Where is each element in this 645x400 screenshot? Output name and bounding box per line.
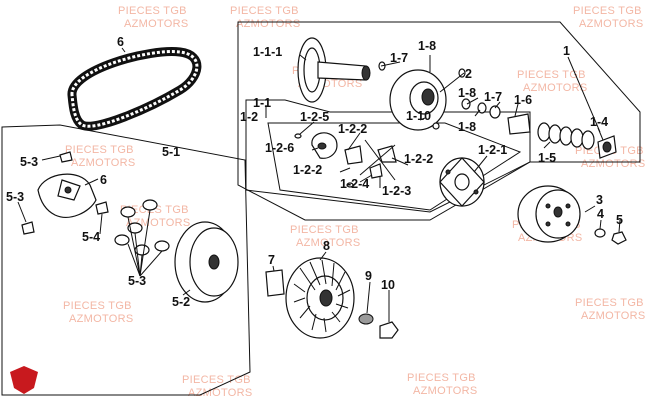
callout-8: 8 (323, 239, 330, 253)
watermark: PIECES TGB AZMOTORS (63, 300, 134, 325)
watermark: PIECES TGB AZMOTORS (230, 5, 301, 30)
callout-1-2-4: 1-2-4 (340, 177, 369, 191)
callout-5-3-left: 5-3 (6, 190, 24, 204)
washer (594, 228, 606, 238)
watermark-line1: PIECES TGB (575, 297, 644, 309)
nut (611, 231, 627, 245)
callout-1-4: 1-5 (538, 151, 556, 165)
watermark-line2: AZMOTORS (581, 158, 645, 170)
assembly-1-box (237, 21, 641, 221)
callout-1-2-6: 1-2-6 (265, 141, 294, 155)
callout-1-1: 1-1 (253, 96, 271, 110)
callout-1-8-low: 1-10 (406, 109, 431, 123)
callout-1-2-2-left: 1-2-2 (293, 163, 322, 177)
watermark-line2: AZMOTORS (523, 82, 588, 94)
leader-lines (17, 47, 621, 322)
drive-belt (67, 47, 202, 131)
watermark: PIECES TGB AZMOTORS (575, 297, 645, 322)
callout-1-2-3: 1-2-3 (382, 184, 411, 198)
callout-1-7-low: 1-8 (458, 120, 476, 134)
watermark-line1: PIECES TGB (517, 69, 586, 81)
callout-1-8-top: 1-8 (418, 39, 436, 53)
clutch-bell (517, 185, 581, 243)
callout-4: 5 (616, 213, 623, 227)
watermark-line2: AZMOTORS (296, 237, 361, 249)
slider-piece (21, 221, 35, 235)
watermark-line2: AZMOTORS (581, 310, 645, 322)
watermark-line1: PIECES TGB (118, 5, 187, 17)
callout-5-3-top: 5-3 (20, 155, 38, 169)
callout-1-2: 1-2 (240, 110, 258, 124)
watermark-line1: PIECES TGB (65, 144, 134, 156)
callout-1-6: 1-7 (484, 90, 502, 104)
callout-1-8-mid: 1-8 (458, 86, 476, 100)
brand-logo (10, 366, 38, 394)
watermark-line1: PIECES TGB (230, 5, 299, 17)
watermark: PIECES TGB AZMOTORS (182, 374, 253, 399)
watermark: PIECES TGB AZMOTORS (65, 144, 136, 169)
watermark: PIECES TGB AZMOTORS (407, 372, 478, 397)
callout-5: 5-1 (162, 145, 180, 159)
watermark-line2: AZMOTORS (124, 18, 189, 30)
washer (358, 313, 374, 325)
callout-10: 10 (381, 278, 395, 292)
assembly-5-box (1, 124, 251, 396)
drive-pulley-assembly (21, 151, 239, 303)
callout-5-1: 5-2 (172, 295, 190, 309)
watermark-line1: PIECES TGB (573, 5, 642, 17)
slider-piece (95, 201, 109, 215)
watermark-line1: PIECES TGB (290, 224, 359, 236)
watermark-line1: PIECES TGB (120, 204, 189, 216)
callout-1-2-1: 1-2-1 (478, 143, 507, 157)
callout-5-4: 6 (100, 173, 107, 187)
callout-3: 4 (597, 207, 604, 221)
callout-1-2-5: 1-2-5 (300, 110, 329, 124)
slider-piece (59, 151, 73, 163)
callout-1-5: 1-6 (514, 93, 532, 107)
callout-1-2-2-right: 1-2-2 (404, 152, 433, 166)
compression-spring (537, 122, 595, 150)
callout-1-10: 2 (465, 67, 472, 81)
callout-5-3-mid: 5-4 (82, 230, 100, 244)
watermark: PIECES TGB AZMOTORS (290, 224, 361, 249)
callout-6: 6 (117, 35, 124, 49)
callout-1-2-2-top: 1-2-2 (338, 122, 367, 136)
collar (507, 113, 531, 135)
callout-1-3: 1-4 (590, 115, 608, 129)
watermark-line1: PIECES TGB (63, 300, 132, 312)
sleeve (265, 269, 285, 297)
callout-5-2: 5-3 (128, 274, 146, 288)
watermark: PIECES TGB AZMOTORS (118, 5, 189, 30)
callout-7: 7 (268, 253, 275, 267)
callout-1-7-top: 1-7 (390, 51, 408, 65)
watermark: PIECES TGB AZMOTORS (517, 69, 588, 94)
watermark-line2: AZMOTORS (579, 18, 644, 30)
watermark-line2: AZMOTORS (69, 313, 134, 325)
flange-nut (379, 321, 399, 339)
watermark-line1: PIECES TGB (407, 372, 476, 384)
callout-9: 9 (365, 269, 372, 283)
clutch-weight (344, 145, 363, 165)
watermark: PIECES TGB AZMOTORS (573, 5, 644, 30)
callout-2: 3 (596, 193, 603, 207)
callout-1-1-1-text: 1-1-1 (253, 45, 282, 59)
watermark-line2: AZMOTORS (71, 157, 136, 169)
assembly-1-1-box (245, 99, 531, 213)
callout-labels: 6 1-1-1 1-8 1-7 2 1 1-8 1-7 1-6 1-8 1-10… (6, 35, 623, 309)
watermark-line2: AZMOTORS (413, 385, 478, 397)
watermark-line2: AZMOTORS (236, 18, 301, 30)
callout-1: 1 (563, 44, 570, 58)
driven-pulley-assembly (294, 37, 617, 207)
watermark-line2: AZMOTORS (188, 387, 253, 399)
fan-pulley (285, 257, 355, 339)
watermark-line1: PIECES TGB (182, 374, 251, 386)
